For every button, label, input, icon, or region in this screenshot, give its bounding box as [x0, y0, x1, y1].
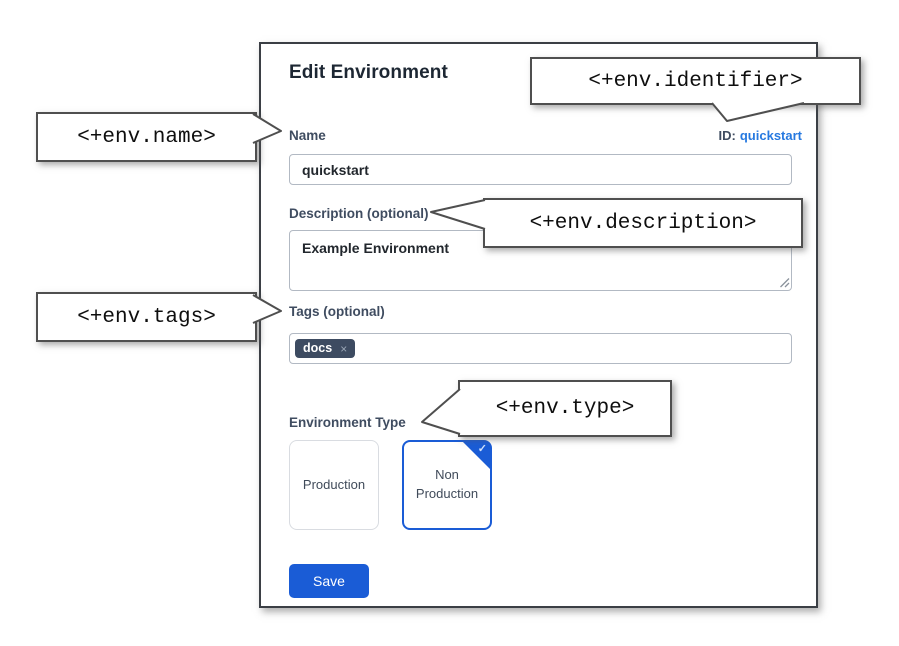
name-label: Name [289, 128, 326, 143]
id-value-link[interactable]: quickstart [739, 128, 802, 143]
edit-environment-dialog: Edit Environment Name ID:quickstart Desc… [259, 42, 818, 608]
save-button[interactable]: Save [289, 564, 369, 598]
dialog-title: Edit Environment [289, 62, 448, 83]
callout-env-tags: <+env.tags> [36, 292, 257, 342]
callout-env-identifier: <+env.identifier> [530, 57, 861, 105]
env-type-card-production-label: Production [302, 476, 366, 492]
callout-tail-tags [252, 294, 282, 324]
identifier-line: ID:quickstart [719, 128, 802, 143]
callout-tail-description [430, 199, 486, 230]
tag-remove-icon[interactable]: × [340, 341, 348, 356]
tags-label: Tags (optional) [289, 304, 385, 319]
tag-chip-label: docs [303, 341, 333, 356]
callout-tail-name [252, 113, 282, 144]
callout-env-name: <+env.name> [36, 112, 257, 162]
environment-type-label: Environment Type [289, 415, 406, 430]
env-type-card-non-production[interactable]: Non Production ✓ [402, 440, 492, 530]
callout-tail-type [421, 388, 461, 435]
tags-input[interactable]: docs × [289, 333, 792, 364]
callout-env-type: <+env.type> [458, 380, 672, 437]
callout-tail-identifier [711, 102, 805, 122]
name-input[interactable] [289, 154, 792, 185]
env-type-card-production[interactable]: Production [289, 440, 379, 530]
description-label: Description (optional) [289, 206, 429, 221]
tag-chip: docs × [295, 339, 356, 358]
id-prefix-label: ID: [718, 128, 736, 143]
check-icon: ✓ [477, 443, 487, 455]
env-type-card-non-production-label: Non Production [415, 467, 479, 501]
callout-env-description: <+env.description> [483, 198, 803, 248]
